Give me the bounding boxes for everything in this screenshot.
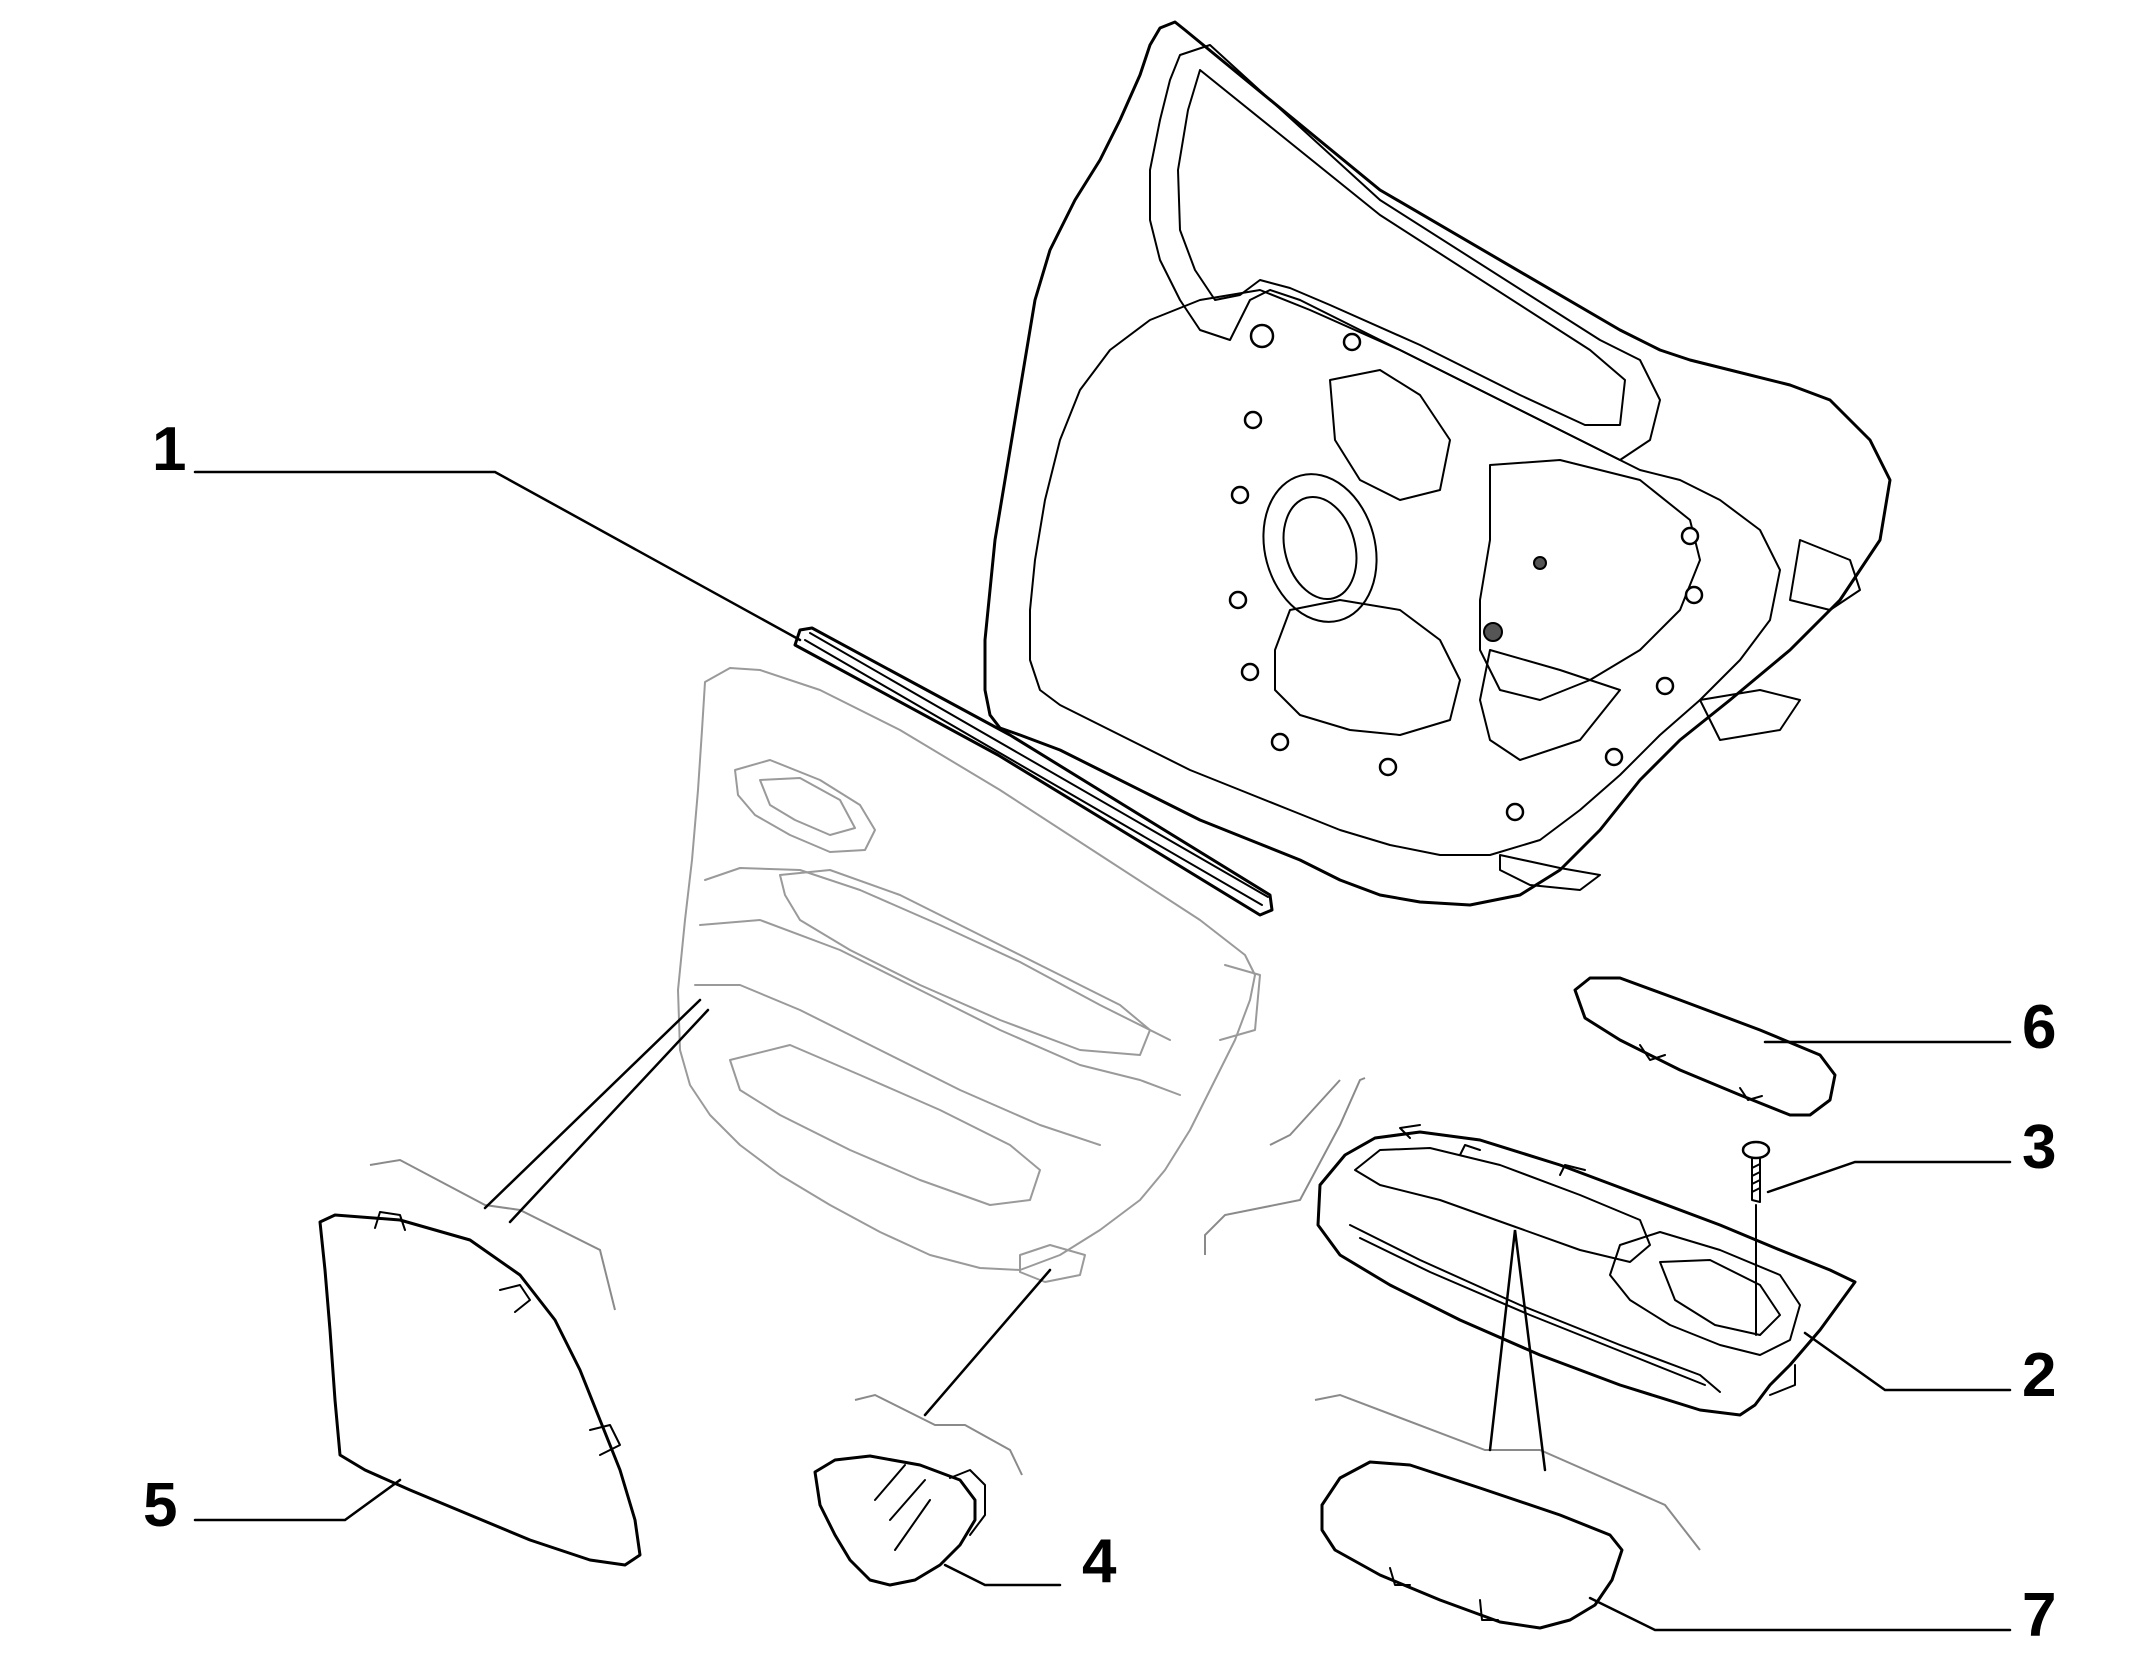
callout-5: 5 [143,1471,177,1540]
part-3-screw [1741,1140,1771,1336]
part-2-armrest [1316,1124,1857,1417]
part-1-window-strip [793,626,1274,917]
callout-4: 4 [1082,1527,1117,1596]
callout-2: 2 [2022,1341,2056,1410]
callout-1: 1 [152,415,186,484]
callout-3: 3 [2022,1113,2056,1182]
callout-7: 7 [2022,1581,2056,1650]
part-6-handle-trim [1573,976,1837,1117]
bracket-lines [369,1077,1701,1551]
leader-lines [193,470,2012,1632]
door-trim-panel [677,667,1261,1283]
part-7-storage-lid [1320,1460,1624,1630]
callout-6: 6 [2022,993,2056,1062]
part-4-speaker-grille [813,1454,986,1587]
door-frame [983,20,1892,907]
part-5-corner-cover [318,1211,642,1567]
callout-numbers: 1 2 3 4 5 6 7 [143,415,2056,1650]
